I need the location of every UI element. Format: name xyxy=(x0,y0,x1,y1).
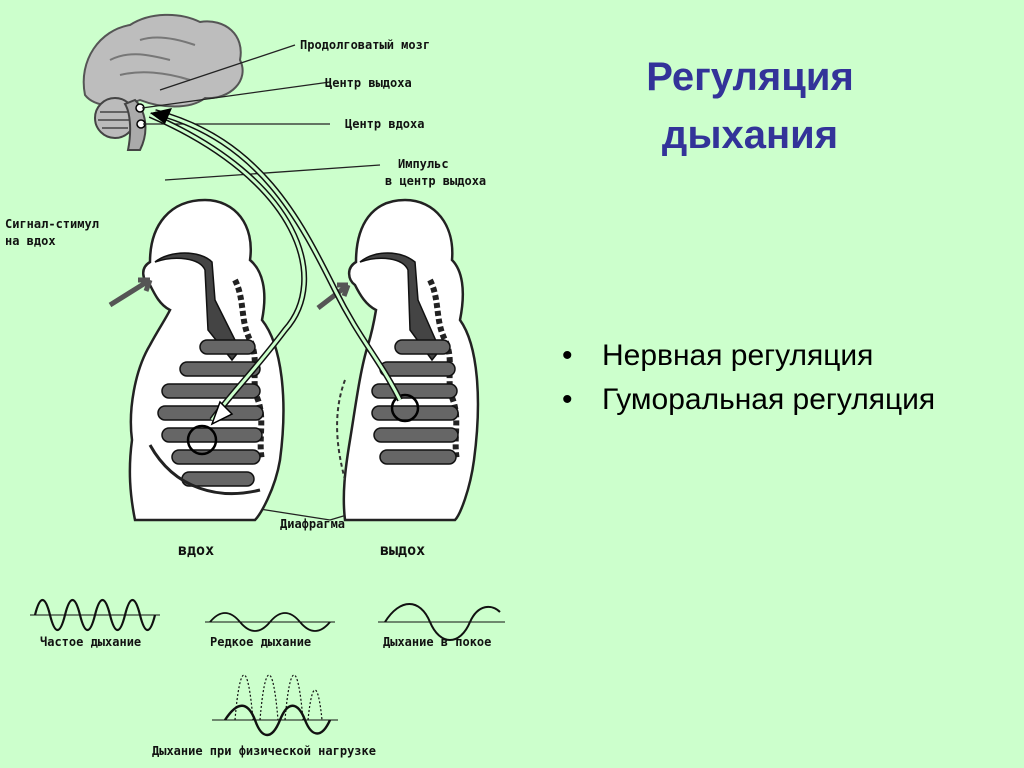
label-signal-1: Сигнал-стимул xyxy=(5,217,99,231)
label-wave-exercise: Дыхание при физической нагрузке xyxy=(152,744,376,758)
bullet-list: Нервная регуляция Гуморальная регуляция xyxy=(562,338,962,426)
wave-rare xyxy=(205,612,335,632)
title-line-1: Регуляция xyxy=(646,55,854,99)
wave-exercise xyxy=(212,674,338,737)
label-inhale: вдох xyxy=(178,541,214,559)
label-medulla: Продолговатый мозг xyxy=(300,38,430,52)
label-wave-rare: Редкое дыхание xyxy=(210,635,311,649)
bullet-humoral-regulation: Гуморальная регуляция xyxy=(562,382,962,418)
nerve-pathways xyxy=(148,108,403,426)
label-wave-frequent: Частое дыхание xyxy=(40,635,141,649)
label-signal-2: на вдох xyxy=(5,234,56,248)
exhale-figure xyxy=(316,198,480,522)
wave-frequent xyxy=(30,598,160,632)
breathing-waveforms xyxy=(30,598,505,737)
label-wave-rest: Дыхание в покое xyxy=(383,635,491,649)
slide-title: Регуляция дыхания xyxy=(560,48,940,164)
label-diaphragm: Диафрагма xyxy=(280,517,345,531)
bullet-nervous-regulation: Нервная регуляция xyxy=(562,338,962,374)
label-impulse-2: в центр выдоха xyxy=(385,174,486,188)
label-impulse-1: Импульс xyxy=(398,157,449,171)
label-exhale: выдох xyxy=(380,541,425,559)
brain-illustration xyxy=(82,13,244,151)
wave-rest xyxy=(378,603,505,641)
label-exhale-center: Центр выдоха xyxy=(325,76,412,90)
label-inhale-center: Центр вдоха xyxy=(345,117,424,131)
title-line-2: дыхания xyxy=(661,113,839,157)
